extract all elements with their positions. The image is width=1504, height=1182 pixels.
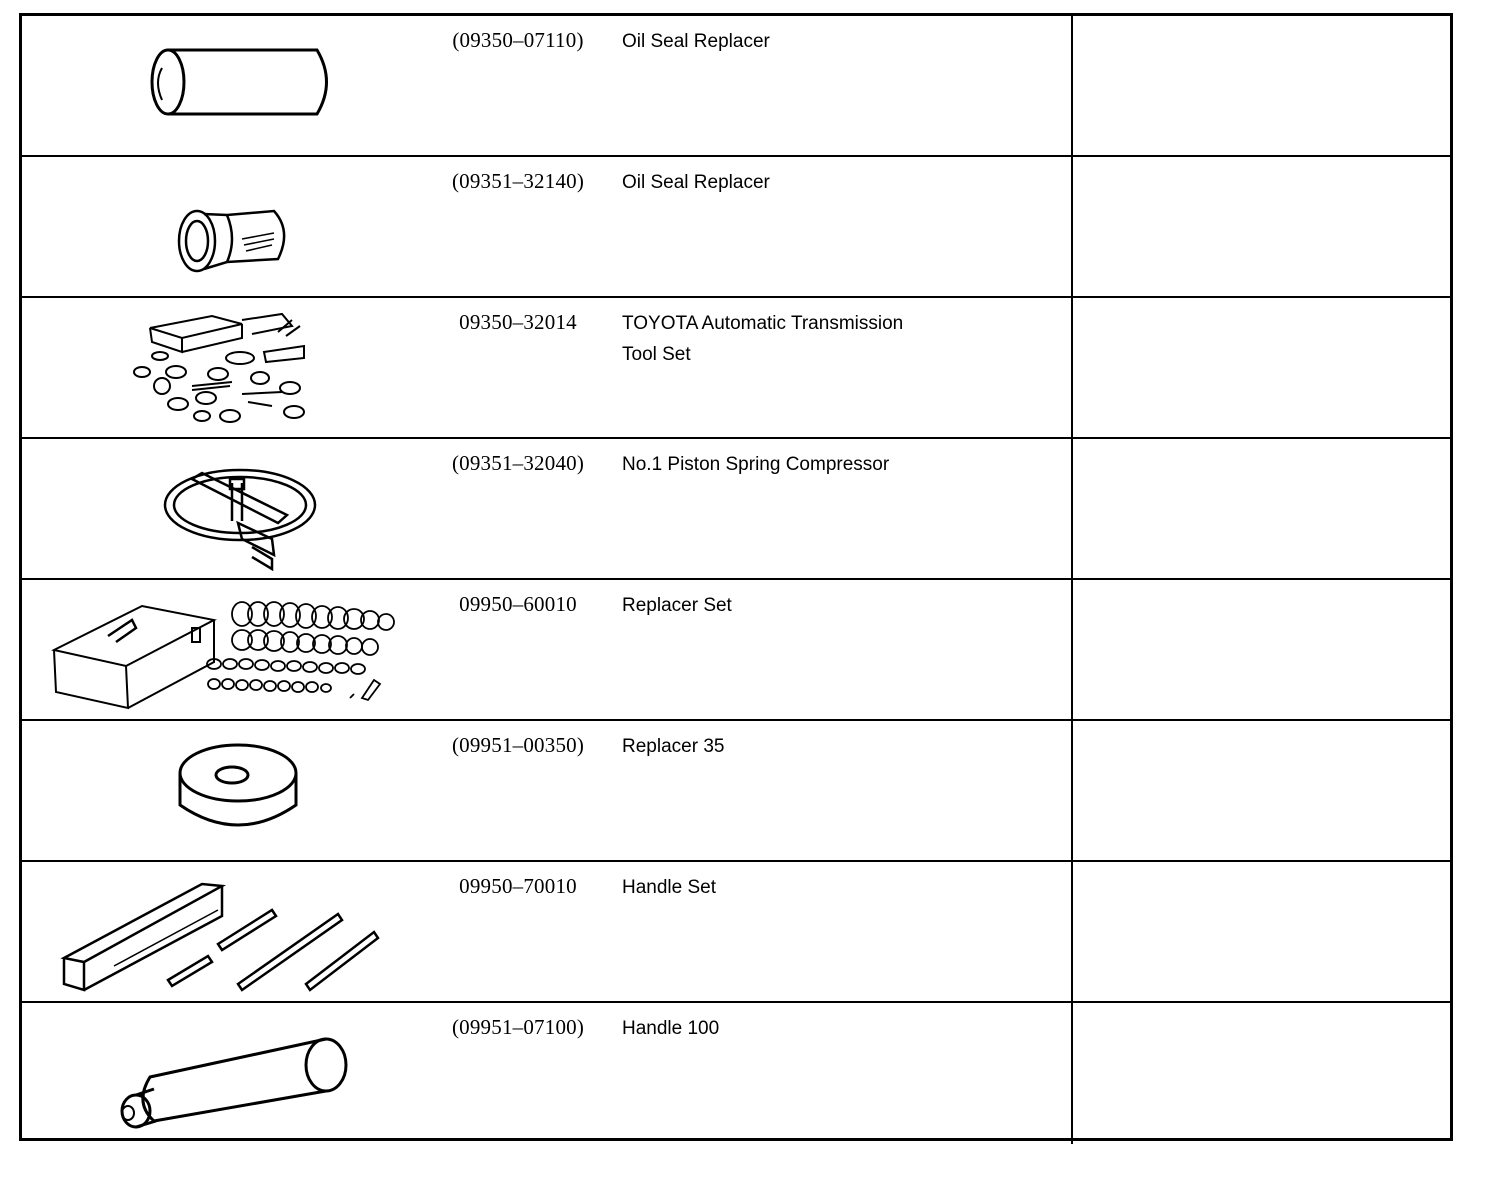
part-number: (09351–32140) bbox=[451, 169, 585, 193]
tool-name: Handle Set bbox=[622, 877, 717, 898]
note-cell bbox=[1073, 157, 1450, 296]
handle-set-icon bbox=[42, 866, 422, 998]
note-cell bbox=[1073, 721, 1450, 860]
table-row: (09350–07110) Oil Seal Replacer bbox=[22, 16, 1450, 157]
tool-set-parts-icon bbox=[42, 302, 422, 434]
table-row: (09951–00350) Replacer 35 bbox=[22, 721, 1450, 862]
column-divider bbox=[1071, 298, 1073, 437]
tool-name: Oil Seal Replacer bbox=[622, 172, 770, 193]
tool-name: Replacer 35 bbox=[622, 736, 725, 757]
replacer-disc-icon bbox=[42, 725, 422, 857]
table-row: (09351–32040) No.1 Piston Spring Compres… bbox=[22, 439, 1450, 580]
tool-name: Replacer Set bbox=[622, 595, 732, 616]
part-number: 09950–70010 bbox=[459, 874, 577, 898]
part-number: (09951–00350) bbox=[451, 733, 585, 757]
note-cell bbox=[1073, 1003, 1450, 1144]
part-number: 09350–32014 bbox=[459, 310, 577, 334]
note-cell bbox=[1073, 580, 1450, 719]
note-cell bbox=[1073, 298, 1450, 437]
column-divider bbox=[1071, 862, 1073, 1001]
column-divider bbox=[1071, 1003, 1073, 1144]
tool-name: TOYOTA Automatic Transmission Tool Set bbox=[622, 313, 904, 365]
table-row: (09951–07100) Handle 100 bbox=[22, 1003, 1450, 1144]
table-row: 09950–70010 Handle Set bbox=[22, 862, 1450, 1003]
column-divider bbox=[1071, 439, 1073, 578]
column-divider bbox=[1071, 721, 1073, 860]
column-divider bbox=[1071, 157, 1073, 296]
note-cell bbox=[1073, 439, 1450, 578]
part-number: (09951–07100) bbox=[451, 1015, 585, 1039]
tool-name: Oil Seal Replacer bbox=[622, 31, 770, 52]
piston-spring-compressor-icon bbox=[42, 443, 422, 575]
table-row: 09350–32014 TOYOTA Automatic Transmissio… bbox=[22, 298, 1450, 439]
oil-seal-replacer-flanged-icon bbox=[42, 161, 422, 293]
tool-name: Handle 100 bbox=[622, 1018, 720, 1039]
column-divider bbox=[1071, 16, 1073, 155]
special-tools-table: (09350–07110) Oil Seal Replacer (09351–3… bbox=[19, 13, 1453, 1144]
column-divider bbox=[1071, 580, 1073, 719]
note-cell bbox=[1073, 16, 1450, 155]
part-number: (09351–32040) bbox=[451, 451, 585, 475]
table-row: 09950–60010 Replacer Set bbox=[22, 580, 1450, 721]
note-cell bbox=[1073, 862, 1450, 1001]
part-number: (09350–07110) bbox=[452, 28, 584, 52]
part-number: 09950–60010 bbox=[459, 592, 577, 616]
table-row: (09351–32140) Oil Seal Replacer bbox=[22, 157, 1450, 298]
tool-name: No.1 Piston Spring Compressor bbox=[622, 454, 890, 475]
replacer-set-case-icon bbox=[42, 584, 422, 716]
handle-100-icon bbox=[42, 1007, 422, 1139]
oil-seal-replacer-pipe-icon bbox=[42, 20, 422, 152]
